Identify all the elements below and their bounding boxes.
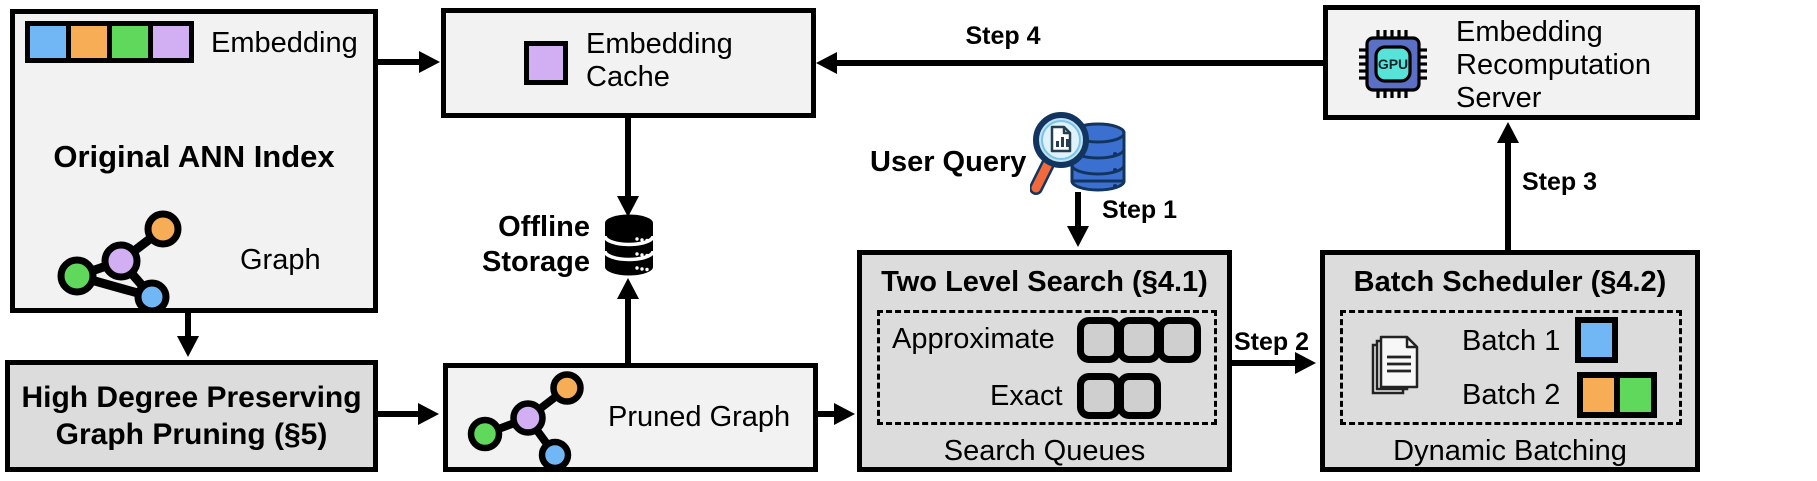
arrow-step2-head xyxy=(1295,352,1316,374)
arrow-ann-to-cache-shaft xyxy=(378,59,422,65)
arrow-pruned-to-search-head xyxy=(834,403,855,425)
pruned-graph-box: Pruned Graph xyxy=(443,363,818,472)
step3-label: Step 3 xyxy=(1522,168,1598,196)
approximate-queue-icons xyxy=(1077,317,1201,363)
documents-icon xyxy=(1371,335,1419,395)
batch-scheduler-box: Batch Scheduler (§4.2) Batch 1 Batch 2 D… xyxy=(1320,250,1700,472)
arrow-step3-head xyxy=(1497,122,1519,143)
exact-queue-icons xyxy=(1077,373,1161,419)
cached-embedding-icon xyxy=(524,41,568,85)
search-queues-label: Search Queues xyxy=(943,435,1146,467)
gpu-icon-text: GPU xyxy=(1378,56,1408,72)
step2-label: Step 2 xyxy=(1234,328,1310,356)
arrow-step2-shaft xyxy=(1232,360,1298,366)
queue-slot xyxy=(1117,317,1161,363)
graph-pruning-title-line2: Graph Pruning (§5) xyxy=(55,418,328,451)
color-square xyxy=(1614,372,1657,418)
gpu-icon: GPU xyxy=(1359,30,1427,98)
exact-label: Exact xyxy=(990,380,1063,412)
dynamic-batching-label: Dynamic Batching xyxy=(1393,435,1627,467)
graph-pruning-title-line1: High Degree Preserving xyxy=(21,381,362,414)
graph-pruning-box: High Degree Preserving Graph Pruning (§5… xyxy=(5,360,378,472)
recomputation-server-box: GPU Embedding Recomputation Server xyxy=(1323,5,1700,120)
embedding-label: Embedding xyxy=(211,27,358,59)
queue-slot xyxy=(1117,373,1161,419)
arrow-ann-to-pruning-head xyxy=(177,336,199,357)
arrow-pruning-to-pruned-shaft xyxy=(378,411,421,417)
queue-slot xyxy=(1077,317,1121,363)
arrow-pruned-to-storage-shaft xyxy=(625,297,631,363)
color-square xyxy=(107,21,153,63)
batch-2-icons xyxy=(1577,372,1657,418)
graph-icon xyxy=(57,210,182,311)
user-query-label: User Query xyxy=(870,146,1027,178)
two-level-search-title: Two Level Search (§4.1) xyxy=(881,266,1208,298)
arrow-pruned-to-storage-head xyxy=(617,278,639,299)
two-level-search-box: Two Level Search (§4.1) Approximate Exac… xyxy=(857,250,1232,472)
color-square xyxy=(148,21,194,63)
arrow-cache-to-storage-head xyxy=(617,196,639,217)
approximate-label: Approximate xyxy=(892,323,1055,355)
user-query-icon xyxy=(1030,112,1126,195)
batch-1-icons xyxy=(1575,317,1618,363)
step1-label: Step 1 xyxy=(1102,196,1178,224)
batch-1-label: Batch 1 xyxy=(1462,325,1561,357)
embedding-vector-icon xyxy=(25,21,194,63)
arrow-step3-shaft xyxy=(1505,141,1511,250)
arrow-pruned-to-search-shaft xyxy=(818,411,837,417)
queue-slot xyxy=(1077,373,1121,419)
color-square xyxy=(25,21,71,63)
batch-2-label: Batch 2 xyxy=(1462,379,1561,411)
arrow-step4-head xyxy=(816,52,837,74)
color-square xyxy=(66,21,112,63)
arrow-ann-to-pruning-shaft xyxy=(185,313,191,338)
embedding-cache-label: Embedding Cache xyxy=(586,28,733,93)
dynamic-batching-dashed-box xyxy=(1340,310,1682,425)
offline-storage-label: Offline Storage xyxy=(482,211,590,278)
recomputation-server-label: Embedding Recomputation Server xyxy=(1456,16,1652,114)
arrow-cache-to-storage-shaft xyxy=(625,118,631,198)
arrow-step1-head xyxy=(1067,226,1089,247)
queue-slot xyxy=(1157,317,1201,363)
arrow-step1-shaft xyxy=(1075,192,1081,228)
step4-label: Step 4 xyxy=(965,22,1041,50)
search-queues-dashed-box xyxy=(877,310,1217,425)
offline-storage-db-icon xyxy=(603,214,655,276)
original-ann-index-box: Embedding Original ANN Index Graph xyxy=(10,9,378,313)
pruned-graph-icon xyxy=(467,371,584,469)
arrow-step4-shaft xyxy=(836,60,1323,66)
color-square xyxy=(1575,317,1618,363)
ann-index-title: Original ANN Index xyxy=(53,139,335,174)
embedding-cache-box: Embedding Cache xyxy=(441,8,816,118)
batch-scheduler-title: Batch Scheduler (§4.2) xyxy=(1353,266,1667,298)
pruned-graph-label: Pruned Graph xyxy=(608,401,791,433)
graph-label: Graph xyxy=(240,244,321,276)
arrow-pruning-to-pruned-head xyxy=(418,403,439,425)
arrow-ann-to-cache-head xyxy=(419,51,440,73)
